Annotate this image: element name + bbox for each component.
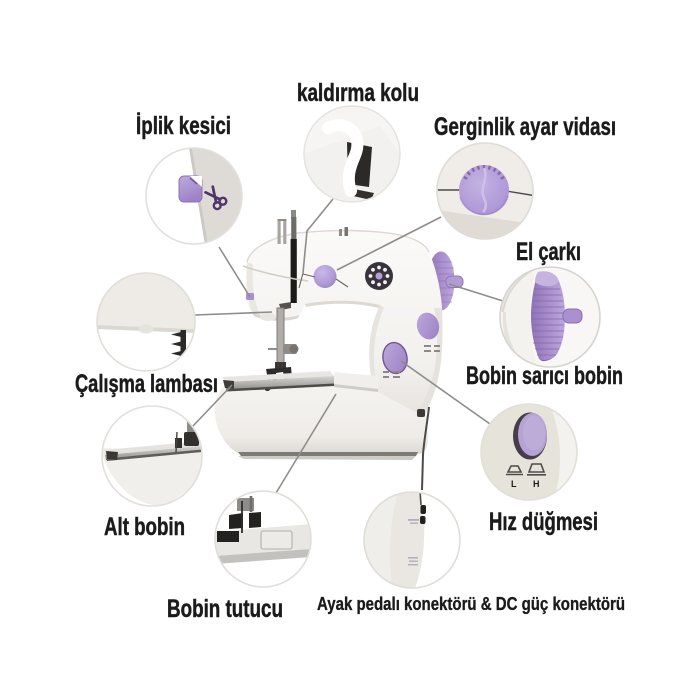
svg-text:Ayak pedalı konektörü & DC güç: Ayak pedalı konektörü & DC güç konektörü: [317, 594, 625, 614]
svg-text:Hız düğmesi: Hız düğmesi: [489, 508, 598, 536]
svg-text:Çalışma lambası: Çalışma lambası: [75, 370, 218, 398]
svg-text:kaldırma kolu: kaldırma kolu: [297, 79, 419, 107]
svg-text:İplik kesici: İplik kesici: [136, 112, 231, 140]
svg-text:Alt bobin: Alt bobin: [104, 513, 185, 541]
svg-text:Gerginlik ayar vidası: Gerginlik ayar vidası: [434, 113, 616, 141]
svg-text:El çarkı: El çarkı: [516, 238, 581, 266]
svg-text:Bobin tutucu: Bobin tutucu: [167, 595, 283, 623]
svg-text:H: H: [533, 479, 540, 489]
svg-text:L: L: [511, 479, 517, 489]
svg-text:Bobin sarıcı bobin: Bobin sarıcı bobin: [466, 362, 623, 390]
